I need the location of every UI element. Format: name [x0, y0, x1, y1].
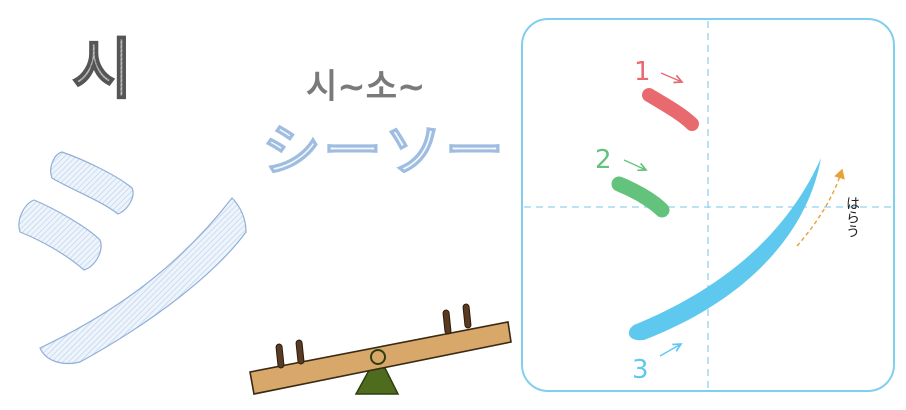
stroke-order-box: 1 2 3 はらう [521, 18, 895, 392]
stroke-2-number: 2 [595, 145, 612, 175]
stroke-1-number: 1 [634, 57, 651, 87]
harau-label: はらう [844, 196, 860, 238]
katakana-word: シーソー [262, 119, 506, 184]
seesaw-illustration [249, 303, 512, 395]
stroke-3 [628, 158, 821, 341]
stroke-2-arrow [623, 159, 646, 170]
large-katakana-shi [18, 151, 247, 365]
hangul-word: 시~소~ [306, 67, 426, 107]
stroke-2 [611, 176, 670, 218]
stroke-3-number: 3 [632, 355, 649, 385]
stroke-1 [642, 88, 699, 131]
stroke-1-arrow [660, 72, 682, 82]
harau-arrow [796, 168, 845, 247]
hangul-title: 시 [72, 31, 133, 108]
stroke-3-arrow [659, 344, 681, 357]
